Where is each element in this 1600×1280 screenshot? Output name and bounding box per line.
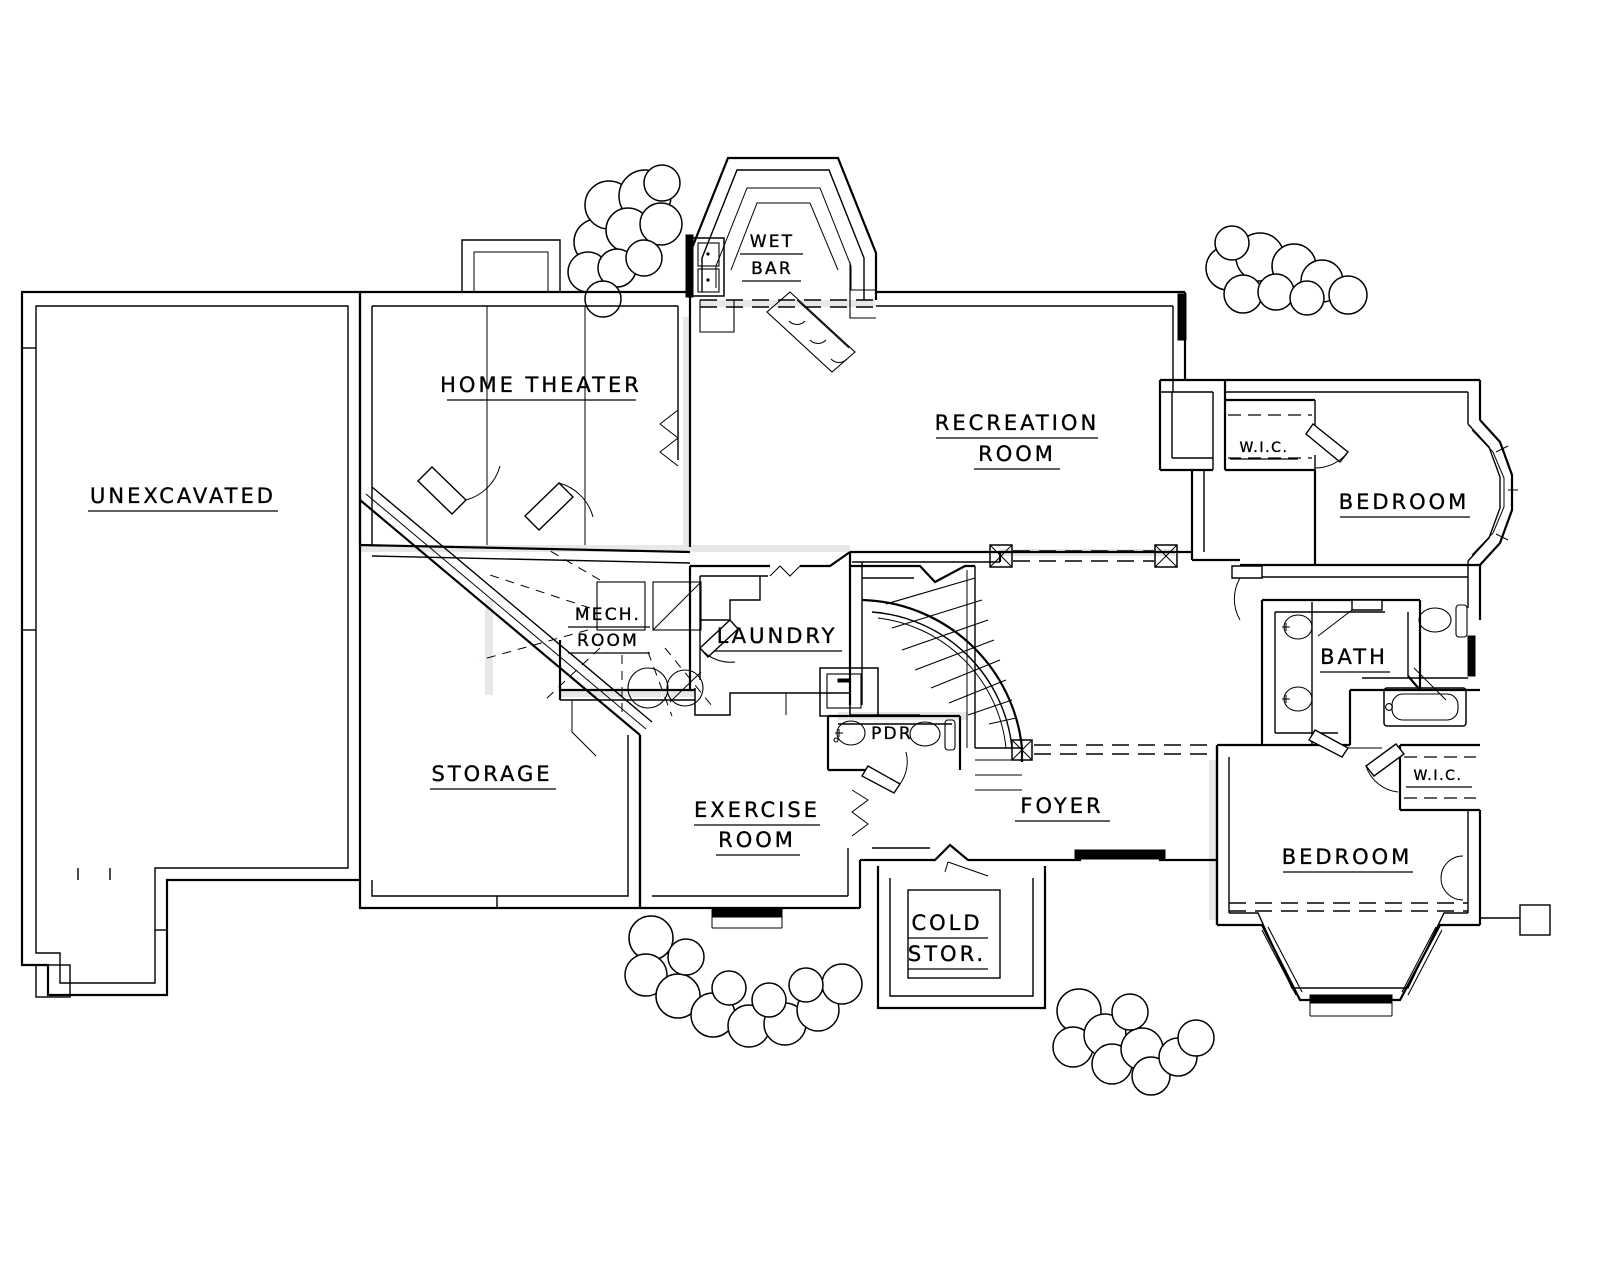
pdr-toilet bbox=[909, 719, 956, 751]
svg-text:BATH: BATH bbox=[1320, 645, 1388, 669]
svg-text:MECH.: MECH. bbox=[575, 605, 641, 625]
room-mech-room bbox=[479, 547, 739, 757]
label-unexcavated: UNEXCAVATED bbox=[88, 484, 278, 512]
bath-sink-lower bbox=[1282, 686, 1313, 712]
furnace-1 bbox=[596, 581, 646, 631]
svg-text:W.I.C.: W.I.C. bbox=[1413, 768, 1462, 784]
label-bedroom-lower: BEDROOM bbox=[1282, 845, 1413, 873]
room-wic-lower bbox=[1364, 743, 1480, 812]
room-bath bbox=[1260, 598, 1480, 758]
svg-text:ROOM: ROOM bbox=[718, 828, 796, 852]
svg-text:FOYER: FOYER bbox=[1020, 794, 1103, 818]
svg-text:ROOM: ROOM bbox=[577, 631, 639, 651]
label-bedroom-upper: BEDROOM bbox=[1339, 490, 1470, 518]
door-theater-right bbox=[524, 482, 594, 531]
label-cold-storage: COLD STOR. bbox=[908, 911, 988, 970]
svg-text:W.I.C.: W.I.C. bbox=[1239, 440, 1288, 456]
label-home-theater: HOME THEATER bbox=[440, 373, 642, 401]
svg-text:EXERCISE: EXERCISE bbox=[694, 798, 820, 822]
svg-text:HOME THEATER: HOME THEATER bbox=[440, 373, 642, 397]
svg-text:BAR: BAR bbox=[751, 259, 793, 279]
pdr-sink bbox=[833, 720, 866, 746]
label-mech-room: MECH. ROOM bbox=[568, 605, 650, 654]
label-storage: STORAGE bbox=[430, 762, 556, 790]
shrub-cluster-north-west bbox=[567, 164, 683, 318]
exterior-pier bbox=[1519, 904, 1551, 936]
bath-sink-upper bbox=[1282, 614, 1313, 640]
shrub-cluster-south-east bbox=[1052, 988, 1215, 1096]
svg-text:ROOM: ROOM bbox=[978, 442, 1056, 466]
water-heater-1 bbox=[627, 667, 669, 709]
svg-text:COLD: COLD bbox=[911, 911, 982, 935]
room-home-theater bbox=[359, 239, 692, 564]
room-cold-storage bbox=[876, 861, 1047, 1010]
duct-lines bbox=[479, 547, 713, 720]
room-labels: UNEXCAVATED HOME THEATER WET BAR RECREAT… bbox=[88, 232, 1472, 970]
room-wic-upper bbox=[1212, 380, 1349, 472]
room-recreation bbox=[690, 290, 1225, 577]
bathtub bbox=[1383, 687, 1467, 727]
label-laundry: LAUNDRY bbox=[714, 624, 842, 652]
door-threshold bbox=[1074, 849, 1166, 860]
label-recreation-room: RECREATION ROOM bbox=[935, 411, 1099, 470]
room-bedroom-upper bbox=[1192, 378, 1518, 621]
svg-text:BEDROOM: BEDROOM bbox=[1282, 845, 1413, 869]
post-symbol bbox=[989, 544, 1013, 568]
label-exercise-room: EXERCISE ROOM bbox=[694, 798, 820, 856]
label-pdr: PDR bbox=[871, 724, 913, 744]
water-heater-2 bbox=[666, 669, 704, 707]
svg-text:STOR.: STOR. bbox=[908, 942, 986, 966]
room-wet-bar bbox=[685, 156, 878, 373]
label-wet-bar: WET BAR bbox=[740, 232, 803, 282]
label-wic-upper: W.I.C. bbox=[1230, 440, 1298, 460]
window-opening bbox=[711, 907, 783, 918]
post-symbol bbox=[1154, 544, 1178, 568]
svg-text:STORAGE: STORAGE bbox=[432, 762, 553, 786]
label-bath: BATH bbox=[1320, 645, 1390, 673]
door-theater-left bbox=[417, 465, 501, 515]
label-foyer: FOYER bbox=[1015, 794, 1110, 822]
room-exercise bbox=[638, 735, 869, 929]
svg-text:BEDROOM: BEDROOM bbox=[1339, 490, 1470, 514]
shrub-cluster-south-west bbox=[624, 915, 863, 1048]
furnace-2 bbox=[652, 581, 702, 631]
svg-text:WET: WET bbox=[750, 232, 795, 252]
room-pdr bbox=[826, 714, 962, 794]
shrub-cluster-north-east bbox=[1205, 225, 1368, 316]
svg-text:UNEXCAVATED: UNEXCAVATED bbox=[90, 484, 276, 508]
label-wic-lower: W.I.C. bbox=[1406, 768, 1472, 788]
room-storage bbox=[358, 292, 653, 910]
svg-text:LAUNDRY: LAUNDRY bbox=[717, 624, 838, 648]
svg-text:PDR: PDR bbox=[871, 724, 913, 744]
svg-text:RECREATION: RECREATION bbox=[935, 411, 1099, 435]
post-symbol bbox=[1011, 739, 1033, 761]
